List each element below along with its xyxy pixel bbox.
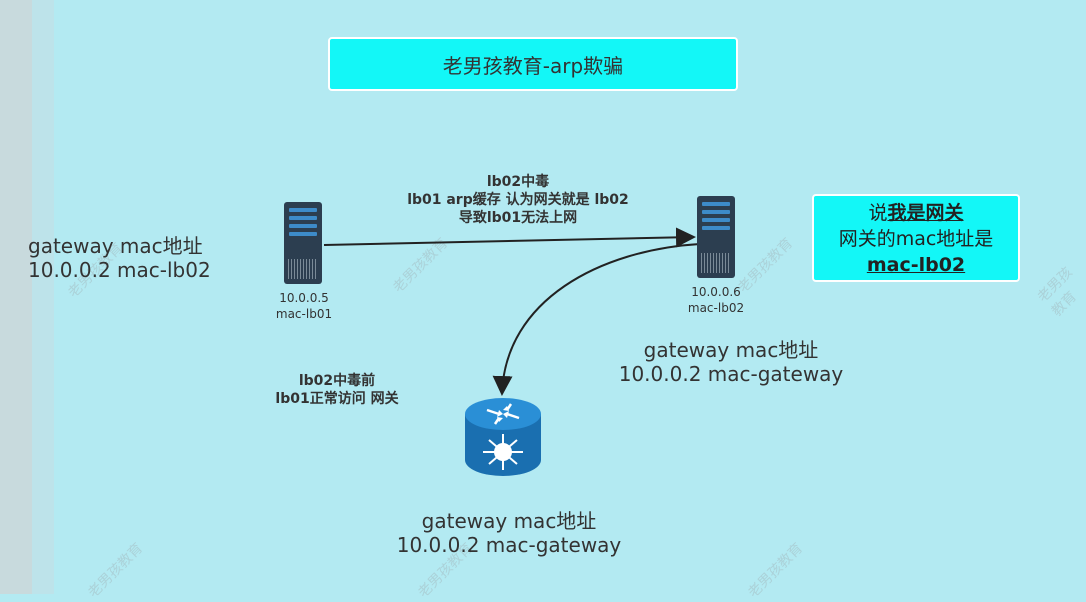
gateway-arrow [492,243,701,396]
server-icon [284,202,322,284]
server-lb01-name: mac-lb01 [275,307,333,321]
poison-note: lb02中毒 lb01 arp缓存 认为网关就是 lb02 导致lb01无法上网 [378,173,658,227]
server-lb02-ip: 10.0.0.6 [691,285,741,299]
server-lb01-label: 10.0.0.5 mac-lb01 [262,290,346,322]
server-lb02-name: mac-lb02 [687,301,745,315]
poison-note-line1: lb02中毒 [486,174,550,190]
diagram-title: 老男孩教育-arp欺骗 [328,37,738,91]
left-gateway-label: gateway mac地址 10.0.0.2 mac-lb02 [28,234,211,282]
gateway-info-line1: gateway mac地址 [421,509,597,533]
left-info-line1: gateway mac地址 [28,234,203,258]
gateway-info-line2: 10.0.0.2 mac-gateway [396,533,622,557]
router-icon [465,398,541,476]
before-note-line1: lb02中毒前 [298,373,376,389]
before-note-line2: lb01正常访问 网关 [275,391,399,407]
poison-note-line3: 导致lb01无法上网 [458,210,578,226]
lb02-info-line2: 10.0.0.2 mac-gateway [618,362,844,386]
callout-line3: mac-lb02 [866,254,966,276]
gateway-label: gateway mac地址 10.0.0.2 mac-gateway [394,509,624,557]
callout-bold: 我是网关 [887,202,964,224]
callout-line2: 网关的mac地址是 [838,228,994,250]
lb02-info-line1: gateway mac地址 [643,338,819,362]
left-rail-shade [32,0,54,594]
callout-prefix: 说 [868,202,888,224]
server-lb01-ip: 10.0.0.5 [279,291,329,305]
attacker-callout: 说我是网关 网关的mac地址是 mac-lb02 [812,194,1020,282]
server-icon [697,196,735,278]
lb02-gateway-label: gateway mac地址 10.0.0.2 mac-gateway [616,338,846,386]
server-lb02-label: 10.0.0.6 mac-lb02 [674,284,758,316]
before-poison-note: lb02中毒前 lb01正常访问 网关 [252,372,422,408]
poison-arrow [323,227,696,248]
left-info-line2: 10.0.0.2 mac-lb02 [28,258,211,282]
left-rail [0,0,32,594]
poison-note-line2: lb01 arp缓存 认为网关就是 lb02 [407,192,629,208]
